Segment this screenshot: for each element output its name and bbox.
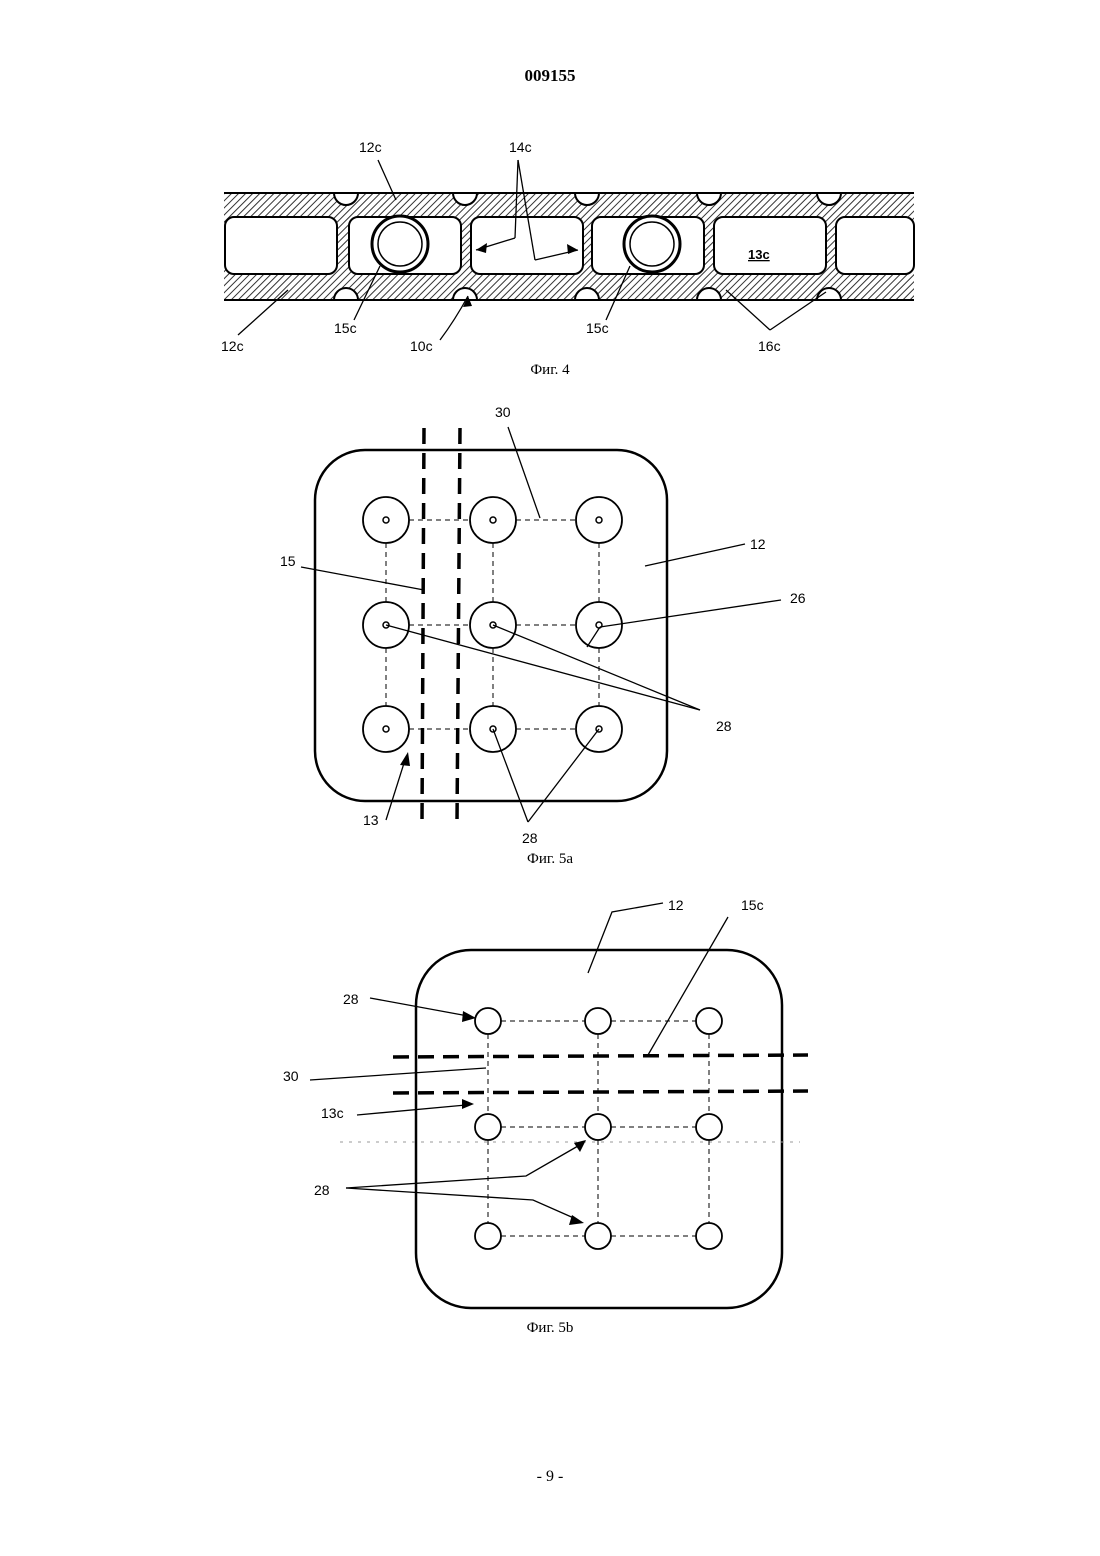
- fig5b-label-15c: 15c: [741, 897, 764, 913]
- fig5b-label-28-top: 28: [343, 991, 359, 1007]
- fig5b-label-30: 30: [283, 1068, 299, 1084]
- figure-5b-caption: Фиг. 5b: [0, 1320, 1100, 1337]
- fig5b-label-28-low: 28: [314, 1182, 330, 1198]
- figure-5b-drawing: 12 15c 28 30 13c 28: [0, 0, 1100, 1400]
- fig5b-label-12: 12: [668, 897, 684, 913]
- fig5b-label-13c: 13c: [321, 1105, 344, 1121]
- page-number: - 9 -: [0, 1468, 1100, 1486]
